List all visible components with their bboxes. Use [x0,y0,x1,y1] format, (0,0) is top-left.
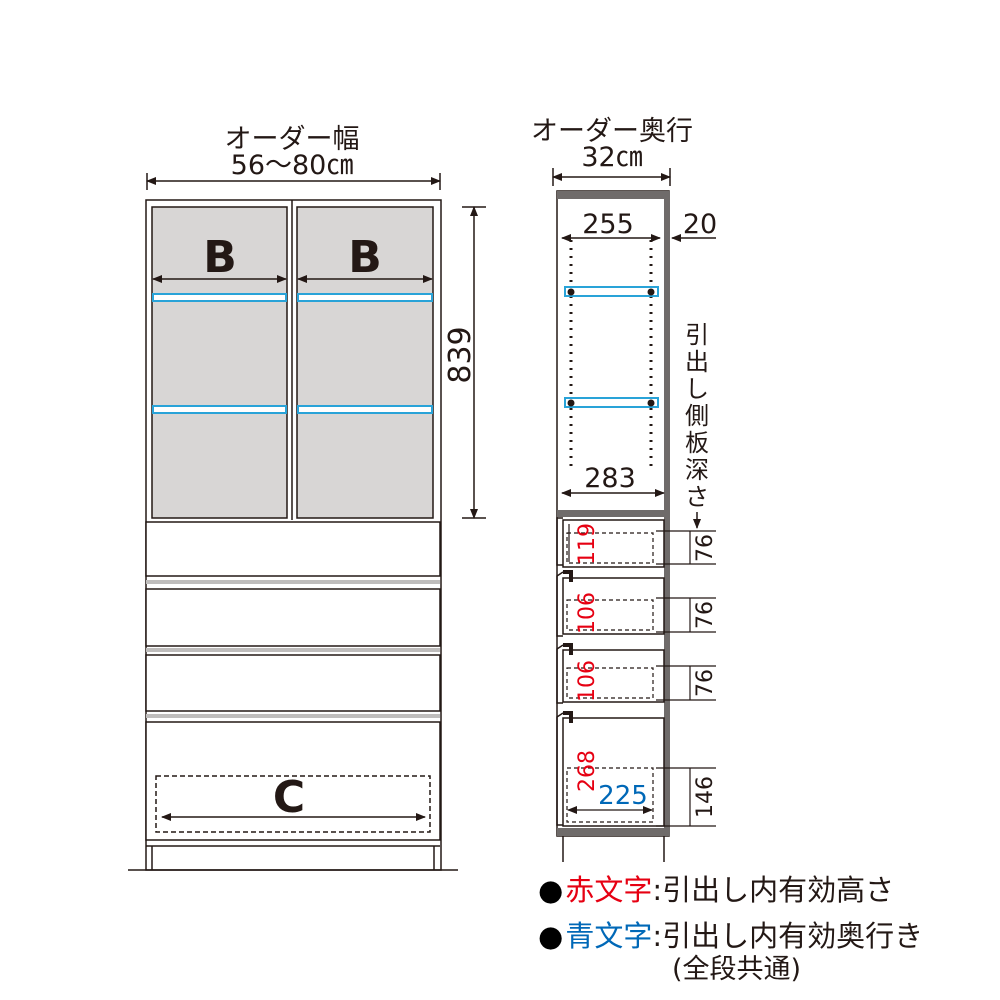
drawer-box [562,519,665,568]
drawer-side-depth: 76 [693,601,718,629]
glass-shelf [152,293,287,302]
back-gap-value: 20 [683,209,717,240]
legend-blue-text: :引出し内有効奥行き [652,919,924,953]
legend-red-label: 赤文字 [565,873,653,907]
drawer-front-2 [145,588,441,647]
glass-shelf [152,405,287,414]
drawer-front-profile [556,571,564,637]
drawer-side-board [566,767,654,823]
side-note-char: 出 [685,348,709,376]
side-note-char: さ [685,483,709,511]
shelf-pin [567,288,575,296]
drawer-front-3 [145,654,441,712]
glass-shelf [297,405,433,414]
drawer-lip [563,643,573,655]
width-value: 56〜80㎝ [231,150,354,181]
drawer-front-profile [556,644,564,704]
height-value: 839 [443,326,478,383]
drawer-inner-depth: 225 [598,781,648,811]
width-title: オーダー幅 [225,124,360,155]
legend-blue-note-text: (全段共通) [672,954,802,985]
front-view: オーダー幅 56〜80㎝ B B 839 [128,124,486,871]
side-depth-dimensions: 76 76 76 146 [656,530,718,827]
side-view: オーダー奥行 32㎝ 255 20 283 引 [531,116,718,862]
drawer-side-depth: 76 [693,534,718,562]
drawer-box [562,717,665,827]
drawer-lip [563,570,573,582]
legend-red-text: :引出し内有効高さ [652,873,895,907]
inner-depth-bottom-value: 283 [584,463,636,494]
side-note-char: し [685,375,709,403]
middle-panel [557,510,669,517]
bullet-icon: ● [538,873,564,907]
shelf-width-label-right: B [348,232,382,283]
legend-blue-label: 青文字 [565,919,653,953]
side-drawer-2: 106 [556,570,665,637]
side-note-char: 深 [685,456,709,484]
legend-red-line: ●赤文字:引出し内有効高さ [538,872,894,908]
drawer-side-board [566,532,654,564]
side-drawer-4: 268 225 [556,711,665,827]
depth-value: 32㎝ [581,142,642,173]
side-drawer-1: 119 [556,517,665,568]
drawer-side-board [566,667,654,699]
side-note-vertical: 引 出 し 側 板 深 さ [685,321,709,529]
inner-drawer-outline [155,775,431,833]
drawer-front-1 [145,521,441,577]
glass-door-left [151,206,288,519]
glass-shelf-side [564,286,659,297]
drawer-inner-height: 106 [575,592,600,634]
depth-title: オーダー奥行 [531,116,693,147]
side-note-char: 側 [685,402,709,430]
shelf-width-label-left: B [203,232,237,283]
side-note-char: 板 [685,429,709,457]
drawer-front-profile [556,712,564,826]
drawer-inner-height: 106 [575,660,600,702]
top-panel [557,191,669,199]
glass-door-right [296,206,434,519]
shelf-pin [567,399,575,407]
bullet-icon: ● [538,919,564,953]
drawer-side-board [566,599,654,631]
drawer-inner-height: 268 [575,750,600,792]
inner-drawer-width-label: C [273,772,305,823]
drawer-inner-height: 119 [575,523,600,565]
glass-shelf-side [564,397,659,408]
drawer-front-profile [556,517,563,566]
drawer-box [562,649,665,703]
drawer-box [562,577,665,635]
bottom-panel [557,828,669,836]
legend-blue-note: (全段共通) [672,952,801,988]
legend-blue-line: ●青文字:引出し内有効奥行き [538,918,923,954]
side-drawer-3: 106 [556,643,665,704]
drawer-lip [563,711,573,723]
glass-shelf [297,293,433,302]
inner-depth-top-value: 255 [582,209,634,240]
shelf-pin [647,399,655,407]
drawer-side-depth: 146 [693,776,718,818]
side-note-char: 引 [685,321,709,349]
shelf-pin [647,288,655,296]
drawer-side-depth: 76 [693,669,718,697]
glass-shelves-front [152,293,433,414]
